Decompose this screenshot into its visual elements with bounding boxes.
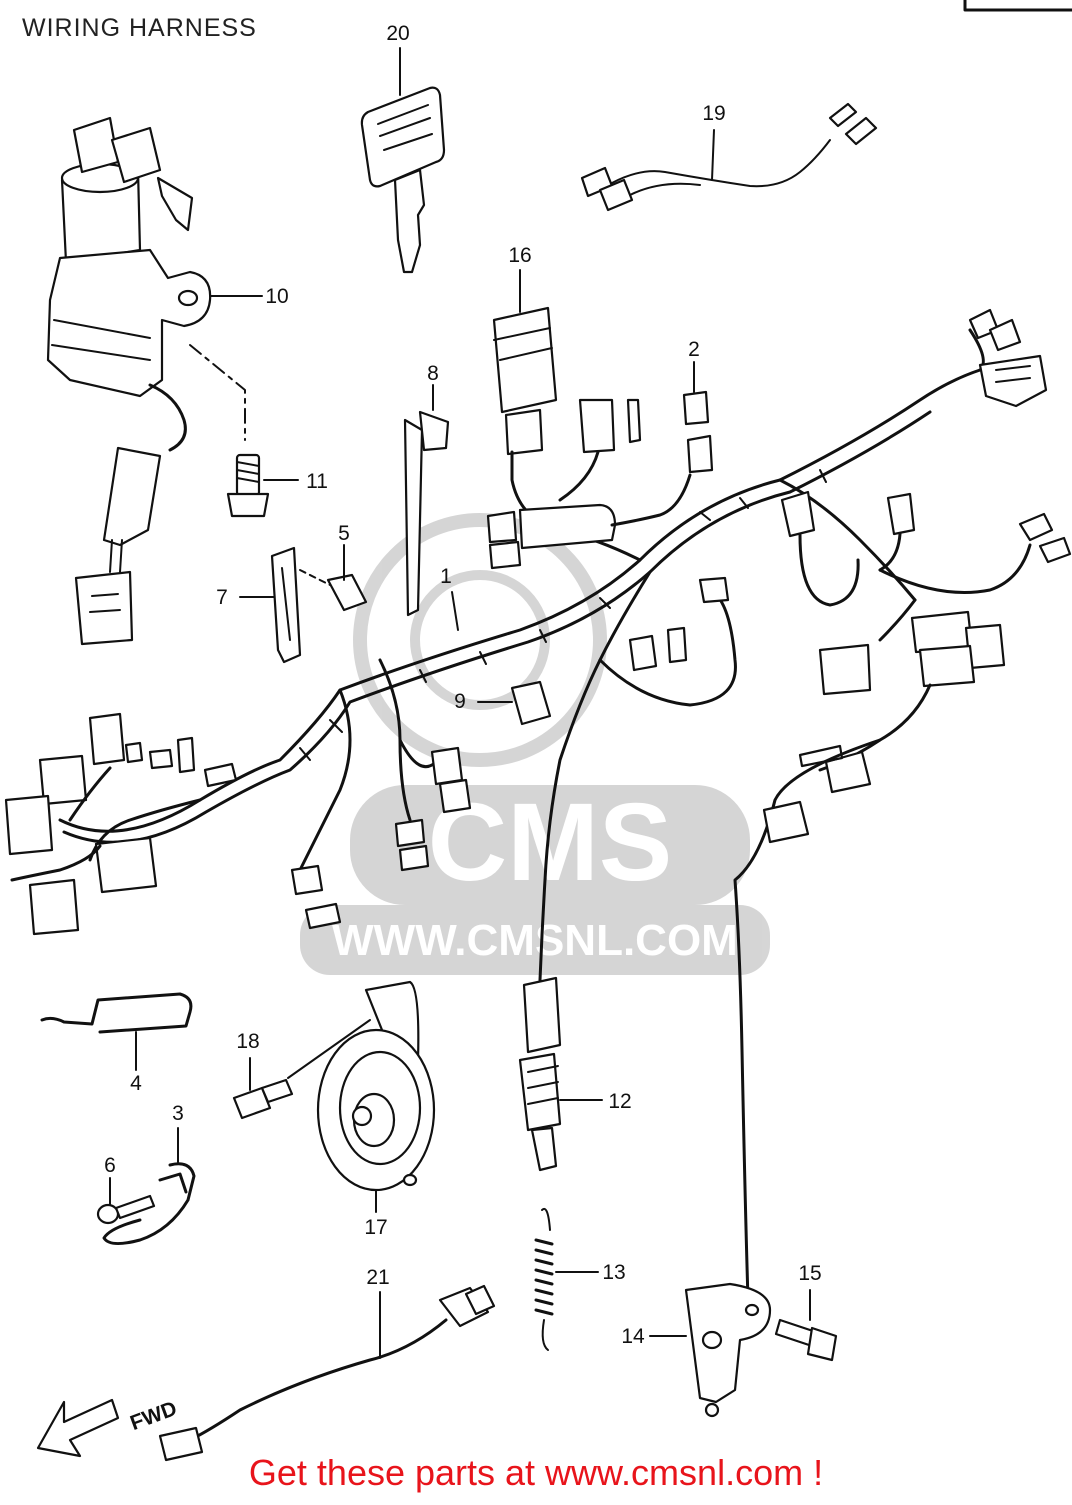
part-6-screw[interactable] <box>96 1177 156 1225</box>
page-title: WIRING HARNESS <box>22 14 257 42</box>
callout-2: 2 <box>688 338 700 361</box>
part-16-relay[interactable] <box>492 269 558 456</box>
fwd-direction-arrow: FWD <box>36 1397 180 1458</box>
part-13-spring[interactable] <box>534 1208 599 1351</box>
callout-21: 21 <box>366 1266 389 1289</box>
part-10-ignition-switch[interactable] <box>46 116 263 646</box>
callout-14: 14 <box>621 1325 645 1348</box>
callout-labels: 1 2 3 4 5 6 7 8 9 10 11 12 13 14 15 16 1… <box>104 22 822 1348</box>
callout-19: 19 <box>702 102 725 125</box>
part-19-lead-wire[interactable] <box>580 102 878 212</box>
callout-15: 15 <box>798 1262 821 1285</box>
watermark: CMS WWW.CMSNL.COM <box>300 513 770 975</box>
callout-7: 7 <box>216 586 228 609</box>
part-21-sub-harness[interactable] <box>158 1284 496 1462</box>
callout-18: 18 <box>236 1030 259 1053</box>
part-12-brake-switch[interactable] <box>518 976 603 1172</box>
part-5-screw[interactable] <box>299 544 368 612</box>
part-9-clamp[interactable] <box>477 680 552 726</box>
footer-banner-link[interactable]: Get these parts at www.cmsnl.com ! <box>248 1452 824 1493</box>
callout-6: 6 <box>104 1154 116 1177</box>
callout-10: 10 <box>265 285 288 308</box>
part-2-fuse[interactable] <box>682 361 714 474</box>
part-11-bolt[interactable] <box>226 453 299 518</box>
callout-12: 12 <box>608 1090 631 1113</box>
fwd-label: FWD <box>127 1397 180 1435</box>
part-15-bolt[interactable] <box>774 1289 838 1362</box>
callout-5: 5 <box>338 522 350 545</box>
callout-17: 17 <box>364 1216 387 1239</box>
callout-16: 16 <box>508 244 531 267</box>
part-8-clamp[interactable] <box>403 384 450 617</box>
callout-8: 8 <box>427 362 439 385</box>
watermark-url: WWW.CMSNL.COM <box>332 916 738 965</box>
part-20-key[interactable] <box>360 86 446 274</box>
part-14-sensor[interactable] <box>649 1282 772 1418</box>
callout-1: 1 <box>440 565 452 588</box>
callout-9: 9 <box>454 690 466 713</box>
part-18-bolt[interactable] <box>232 1019 371 1120</box>
callout-11: 11 <box>306 470 328 493</box>
callout-13: 13 <box>602 1261 625 1284</box>
part-7-bracket[interactable] <box>239 546 302 664</box>
frame-corner <box>963 0 1072 12</box>
part-4-clip[interactable] <box>40 992 193 1071</box>
part-1-main-harness[interactable] <box>4 308 1072 1302</box>
callout-4: 4 <box>130 1072 142 1095</box>
callout-3: 3 <box>172 1102 184 1125</box>
callout-20: 20 <box>386 22 409 45</box>
part-3-clamp[interactable] <box>102 1127 196 1245</box>
part-17-horn[interactable] <box>316 980 436 1213</box>
